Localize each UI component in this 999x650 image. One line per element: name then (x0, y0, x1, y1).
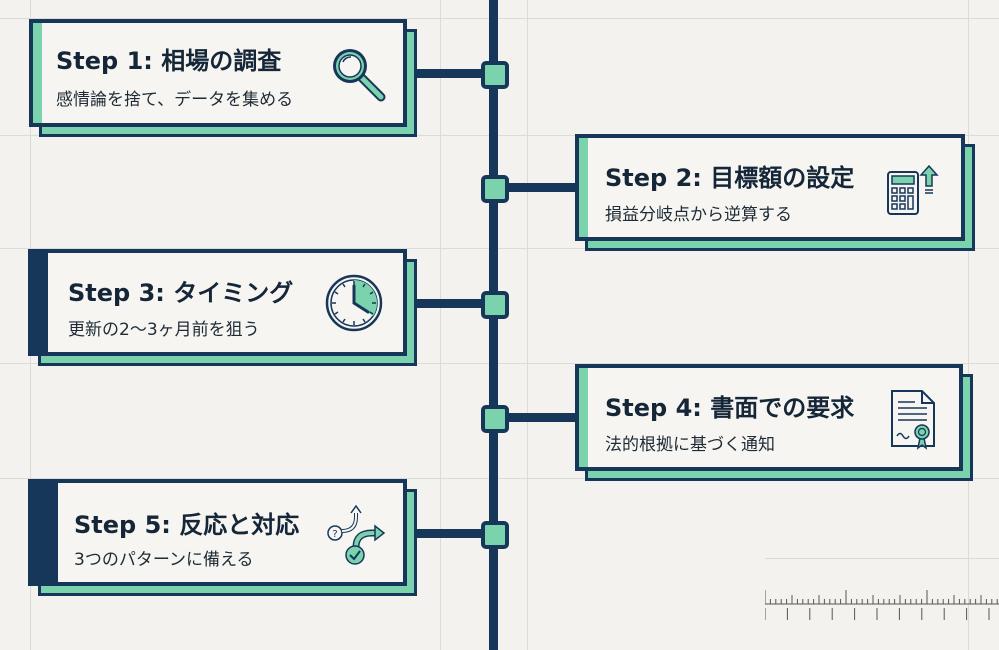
timeline-node (481, 175, 509, 203)
clock-icon (325, 274, 383, 332)
step-card-4: Step 4: 書面での要求 法的根拠に基づく通知 (575, 364, 973, 481)
connector (497, 183, 579, 192)
step-subtitle: 更新の2〜3ヶ月前を狙う (68, 320, 260, 340)
connector (497, 413, 579, 422)
step-title: Step 2: 目標額の設定 (605, 164, 855, 192)
step-subtitle: 損益分岐点から逆算する (605, 205, 792, 225)
timeline-node (481, 291, 509, 319)
step-title: Step 4: 書面での要求 (605, 394, 855, 422)
calculator-icon (887, 164, 939, 215)
branching-paths-icon: ? (327, 504, 386, 565)
step-subtitle: 3つのパターンに備える (74, 550, 254, 570)
step-card-3: Step 3: タイミング 更新の2〜3ヶ月前を狙う (28, 249, 417, 366)
connector (405, 529, 490, 538)
ruler-decoration (765, 590, 999, 620)
svg-text:?: ? (332, 529, 337, 540)
grid-line (968, 0, 969, 650)
connector (405, 299, 490, 308)
grid-line (0, 135, 999, 136)
step-title: Step 5: 反応と対応 (74, 511, 300, 539)
grid-line (765, 558, 999, 559)
step-card-5: Step 5: 反応と対応 3つのパターンに備える ? (28, 479, 417, 596)
step-title: Step 1: 相場の調査 (56, 47, 282, 75)
timeline-node (481, 61, 509, 89)
grid-line (0, 363, 999, 364)
step-title: Step 3: タイミング (68, 279, 294, 307)
timeline-node (481, 521, 509, 549)
connector (405, 69, 490, 78)
timeline-node (481, 405, 509, 433)
step-card-1: Step 1: 相場の調査 感情論を捨て、データを集める (29, 19, 417, 137)
grid-line (0, 18, 999, 19)
step-card-2: Step 2: 目標額の設定 損益分岐点から逆算する (575, 134, 975, 251)
certificate-document-icon (891, 390, 935, 450)
grid-line (0, 248, 999, 249)
magnifier-icon (333, 49, 386, 102)
grid-line (0, 478, 999, 479)
timeline-spine (489, 0, 498, 650)
step-subtitle: 法的根拠に基づく通知 (605, 435, 775, 455)
grid-line (440, 0, 441, 650)
step-subtitle: 感情論を捨て、データを集める (56, 90, 294, 110)
grid-line (527, 0, 528, 650)
